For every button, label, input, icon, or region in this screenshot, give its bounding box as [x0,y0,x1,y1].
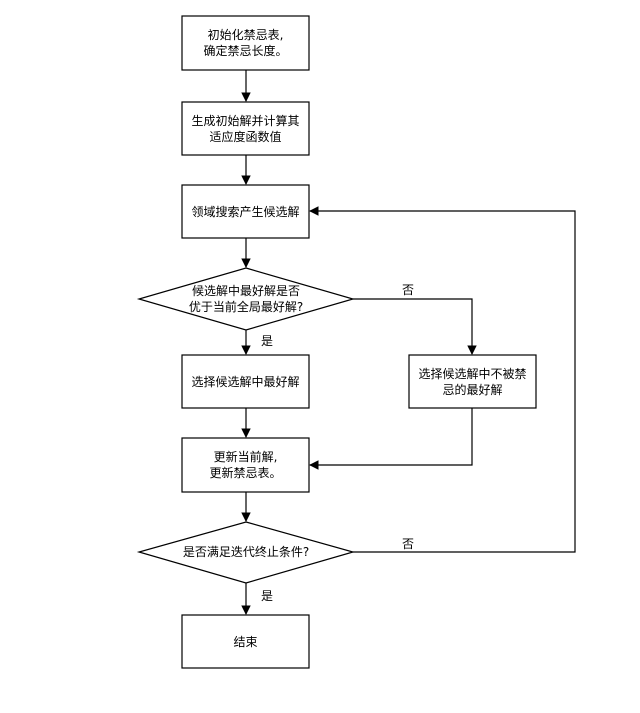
node-decision-better-label: 候选解中最好解是否 优于当前全局最好解? [188,284,304,314]
node-select-non-tabu-label: 选择候选解中不被禁 忌的最好解 [418,366,527,397]
node-end-label: 结束 [233,634,258,649]
node-init-tabu-label: 初始化禁忌表, 确定禁忌长度。 [203,28,288,58]
edge-label-stop-yes: 是 [261,589,274,603]
node-init-tabu-box [181,15,310,71]
edge-label-stop-no: 否 [402,537,415,551]
node-gen-initial-box [181,101,310,156]
edge-label-better-no: 否 [402,283,415,297]
node-neighborhood-label: 领域搜索产生候选解 [191,204,300,219]
node-select-non-tabu-box [408,354,537,409]
node-decision-stop-label: 是否满足迭代终止条件? [182,545,310,559]
node-gen-initial-label: 生成初始解并计算其 适应度函数值 [191,113,300,144]
node-select-best-box [181,354,310,409]
node-end-box [181,614,310,669]
node-update-label: 更新当前解, 更新禁忌表。 [209,450,282,480]
node-neighborhood-box [181,184,310,239]
edge-label-better-yes: 是 [261,334,274,348]
node-select-best-label: 选择候选解中最好解 [191,374,300,389]
edge-decision-no-to-non-tabu [353,298,477,355]
edge-stop-no-loop-back [309,206,576,553]
node-update-box [181,437,310,493]
edge-non-tabu-to-update [309,408,473,470]
